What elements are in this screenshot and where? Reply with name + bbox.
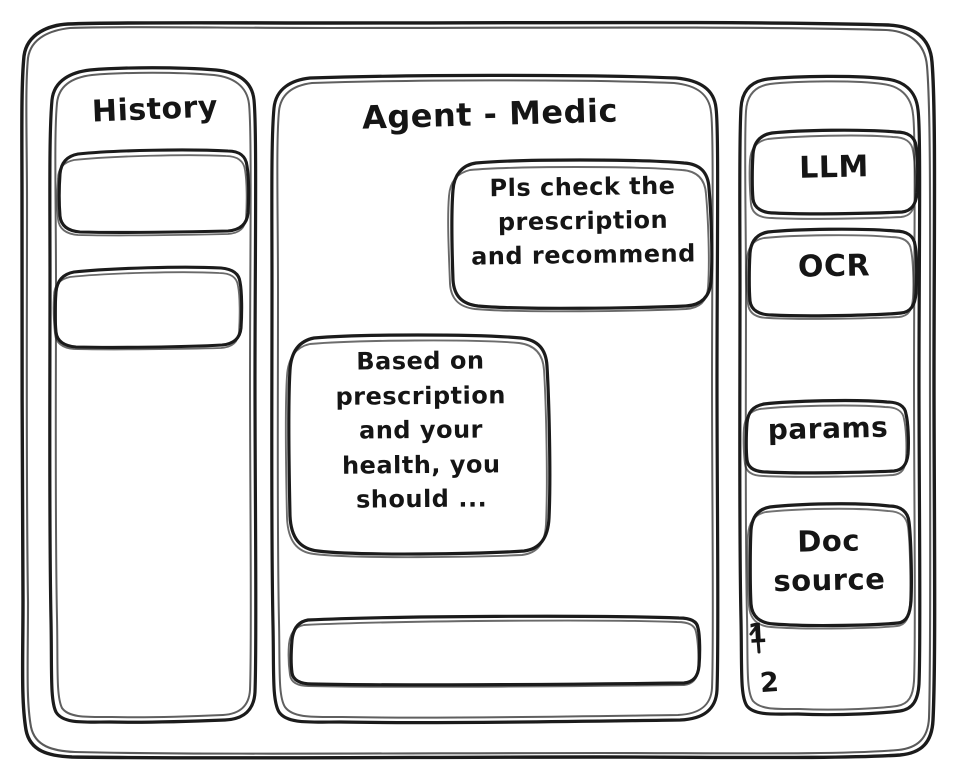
tools-panel-outline [738,74,922,717]
doc-source-item-1[interactable] [748,618,808,656]
composer-input[interactable] [289,616,700,687]
tool-card-doc-source-outline [746,502,913,630]
tool-card-ocr-outline [745,227,919,320]
history-item-1[interactable] [56,150,249,236]
history-item-2[interactable] [53,267,242,350]
agent-message-bubble[interactable] [287,335,550,556]
tool-card-params-outline [742,398,910,478]
history-item-1-outline [56,148,251,237]
user-message-bubble[interactable] [449,160,712,310]
doc-source-item-1-marker [749,624,761,654]
tool-card-params[interactable] [744,400,909,477]
tool-card-llm-outline [748,128,920,220]
tool-card-ocr[interactable] [747,229,917,320]
history-panel-outline [48,66,258,724]
tool-card-doc-source[interactable] [748,504,912,628]
agent-panel-outline [270,73,720,725]
tool-card-llm[interactable] [750,130,918,220]
composer-input-outline [287,614,702,688]
user-message-bubble-outline [447,158,714,313]
history-item-2-outline [52,265,244,351]
doc-source-item-2[interactable] [758,664,818,704]
app-window-frame-outline [20,20,937,760]
agent-message-bubble-outline [284,333,552,559]
